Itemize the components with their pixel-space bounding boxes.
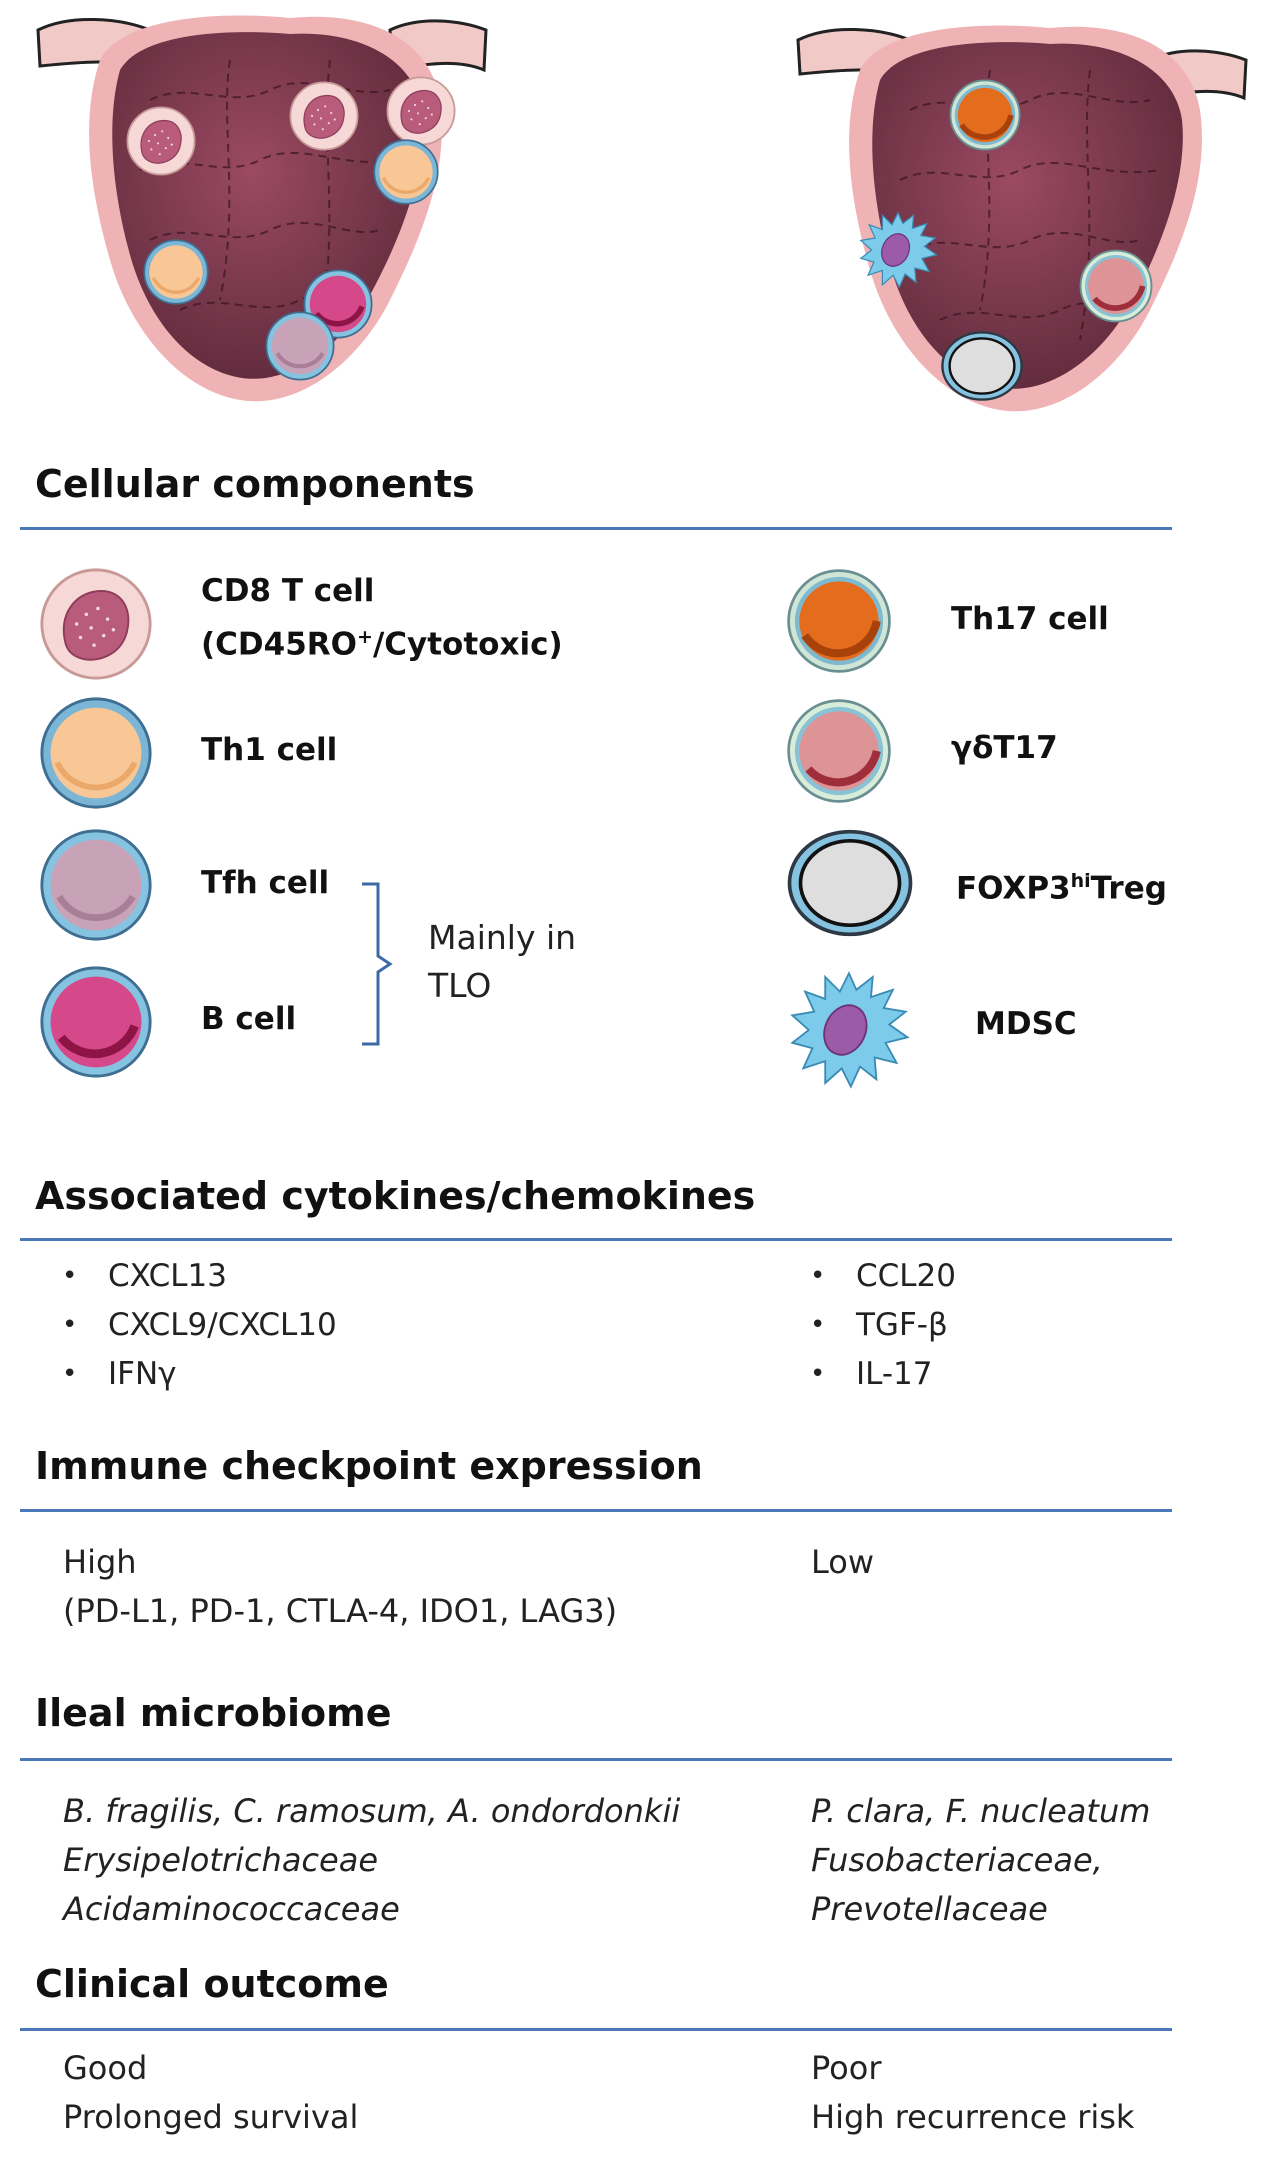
th1-cell-label: Th1 cell bbox=[201, 732, 338, 768]
microbiome-right-line: Fusobacteriaceae, bbox=[811, 1841, 1103, 1879]
tumor-left-drawing bbox=[36, 15, 488, 402]
microbiome-right-line: Prevotellaceae bbox=[811, 1890, 1048, 1928]
b-cell-icon bbox=[38, 964, 154, 1080]
gd-t17-cell-icon bbox=[785, 697, 893, 805]
tlo-note-line1: Mainly in bbox=[428, 918, 577, 957]
tumor-right-drawing bbox=[796, 25, 1248, 412]
treg-cell-label: FOXP3hiTreg bbox=[956, 870, 1167, 907]
cytokine-item: CXCL13 bbox=[62, 1252, 337, 1301]
outcome-right: Poor High recurrence risk bbox=[811, 2044, 1134, 2142]
outcome-left: Good Prolonged survival bbox=[63, 2044, 358, 2142]
th17-cell-icon bbox=[785, 567, 893, 675]
cd8-t-cell-icon bbox=[40, 568, 152, 680]
cd8-t-cell-name: CD8 T cell bbox=[201, 573, 375, 609]
cytokine-item: CCL20 bbox=[810, 1252, 956, 1301]
outcome-good-detail: Prolonged survival bbox=[63, 2098, 359, 2136]
outcome-good: Good bbox=[63, 2049, 148, 2087]
th17-cell-label: Th17 cell bbox=[951, 601, 1109, 637]
cytokines-title: Associated cytokines/chemokines bbox=[35, 1174, 756, 1218]
checkpoint-level-low: Low bbox=[811, 1543, 875, 1581]
cd8-t-cell-label: CD8 T cell (CD45RO+/Cytotoxic) bbox=[201, 568, 563, 667]
tlo-note-line2: TLO bbox=[428, 966, 492, 1005]
microbiome-rule bbox=[20, 1758, 1172, 1761]
outcome-rule bbox=[20, 2028, 1172, 2031]
cytokines-right-list: CCL20 TGF-β IL-17 bbox=[810, 1252, 956, 1399]
checkpoint-rule bbox=[20, 1509, 1172, 1512]
outcome-poor-detail: High recurrence risk bbox=[811, 2098, 1135, 2136]
cytokine-item: IL-17 bbox=[810, 1350, 956, 1399]
mdsc-cell-icon bbox=[791, 972, 909, 1088]
checkpoint-left: High (PD-L1, PD-1, CTLA-4, IDO1, LAG3) bbox=[63, 1538, 617, 1636]
gd-t17-cell-label: γδT17 bbox=[951, 730, 1058, 766]
treg-cell-icon bbox=[787, 829, 913, 937]
microbiome-left-line: Erysipelotrichaceae bbox=[63, 1841, 378, 1879]
tfh-cell-icon bbox=[38, 827, 154, 943]
outcome-title: Clinical outcome bbox=[35, 1962, 389, 2006]
mdsc-cell-label: MDSC bbox=[975, 1006, 1077, 1042]
checkpoint-right: Low bbox=[811, 1538, 874, 1587]
microbiome-left: B. fragilis, C. ramosum, A. ondordonkii … bbox=[63, 1787, 680, 1934]
cellular-components-title: Cellular components bbox=[35, 462, 475, 506]
checkpoint-title: Immune checkpoint expression bbox=[35, 1444, 703, 1488]
cytokine-item: IFNγ bbox=[62, 1350, 337, 1399]
microbiome-left-line: Acidaminococcaceae bbox=[63, 1890, 400, 1928]
cd8-t-cell-subtype: (CD45RO+/Cytotoxic) bbox=[201, 626, 563, 663]
microbiome-left-line: B. fragilis, C. ramosum, A. ondordonkii bbox=[63, 1792, 681, 1830]
cytokines-rule bbox=[20, 1238, 1172, 1241]
tumor-illustration-right bbox=[790, 0, 1248, 440]
tumor-illustration-left bbox=[30, 0, 488, 440]
b-cell-label: B cell bbox=[201, 1001, 297, 1037]
th1-cell-icon bbox=[38, 695, 154, 811]
checkpoint-markers: (PD-L1, PD-1, CTLA-4, IDO1, LAG3) bbox=[63, 1592, 618, 1630]
cytokines-left-list: CXCL13 CXCL9/CXCL10 IFNγ bbox=[62, 1252, 337, 1399]
microbiome-right-line: P. clara, F. nucleatum bbox=[811, 1792, 1151, 1830]
cytokine-item: CXCL9/CXCL10 bbox=[62, 1301, 337, 1350]
microbiome-title: Ileal microbiome bbox=[35, 1691, 392, 1735]
microbiome-right: P. clara, F. nucleatum Fusobacteriaceae,… bbox=[811, 1787, 1150, 1934]
cytokine-item: TGF-β bbox=[810, 1301, 956, 1350]
checkpoint-level-high: High bbox=[63, 1543, 137, 1581]
outcome-poor: Poor bbox=[811, 2049, 882, 2087]
tlo-note: Mainly in TLO bbox=[428, 914, 576, 1010]
cellular-components-rule bbox=[20, 527, 1172, 530]
tlo-bracket bbox=[362, 882, 393, 1046]
tfh-cell-label: Tfh cell bbox=[201, 865, 330, 901]
